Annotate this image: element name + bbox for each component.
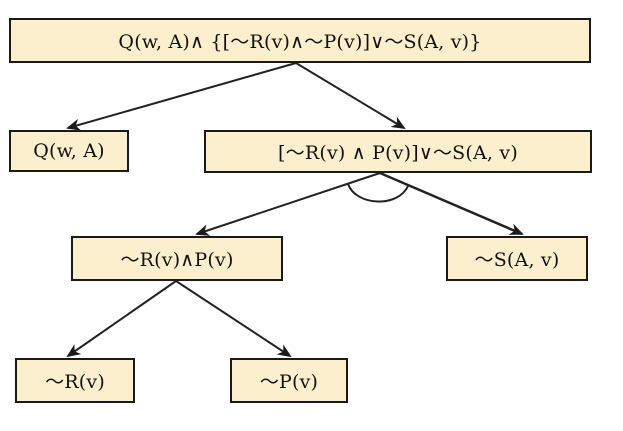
edge-conjunction-to-not-p xyxy=(175,280,292,358)
edge-conjunction-to-not-r xyxy=(66,280,177,358)
and-connector-arc xyxy=(347,183,409,203)
edge-disjunction-to-not-s xyxy=(379,171,524,236)
node-root-formula: Q(w, A)∧ {[～R(v)∧～P(v)]∨～S(A, v)} xyxy=(9,18,591,63)
node-q-w-a: Q(w, A) xyxy=(9,130,129,172)
edge-disjunction-to-conjunction xyxy=(195,172,381,236)
node-not-p: ～P(v) xyxy=(230,358,348,403)
node-not-r: ～R(v) xyxy=(15,358,135,403)
node-disjunction: [～R(v) ∧ P(v)]∨～S(A, v) xyxy=(204,130,592,173)
edge-root-to-qwa xyxy=(66,62,297,131)
node-conjunction: ～R(v)∧P(v) xyxy=(71,236,283,281)
edge-root-to-disjunction xyxy=(295,62,406,130)
node-not-s: ～S(A, v) xyxy=(446,236,588,281)
